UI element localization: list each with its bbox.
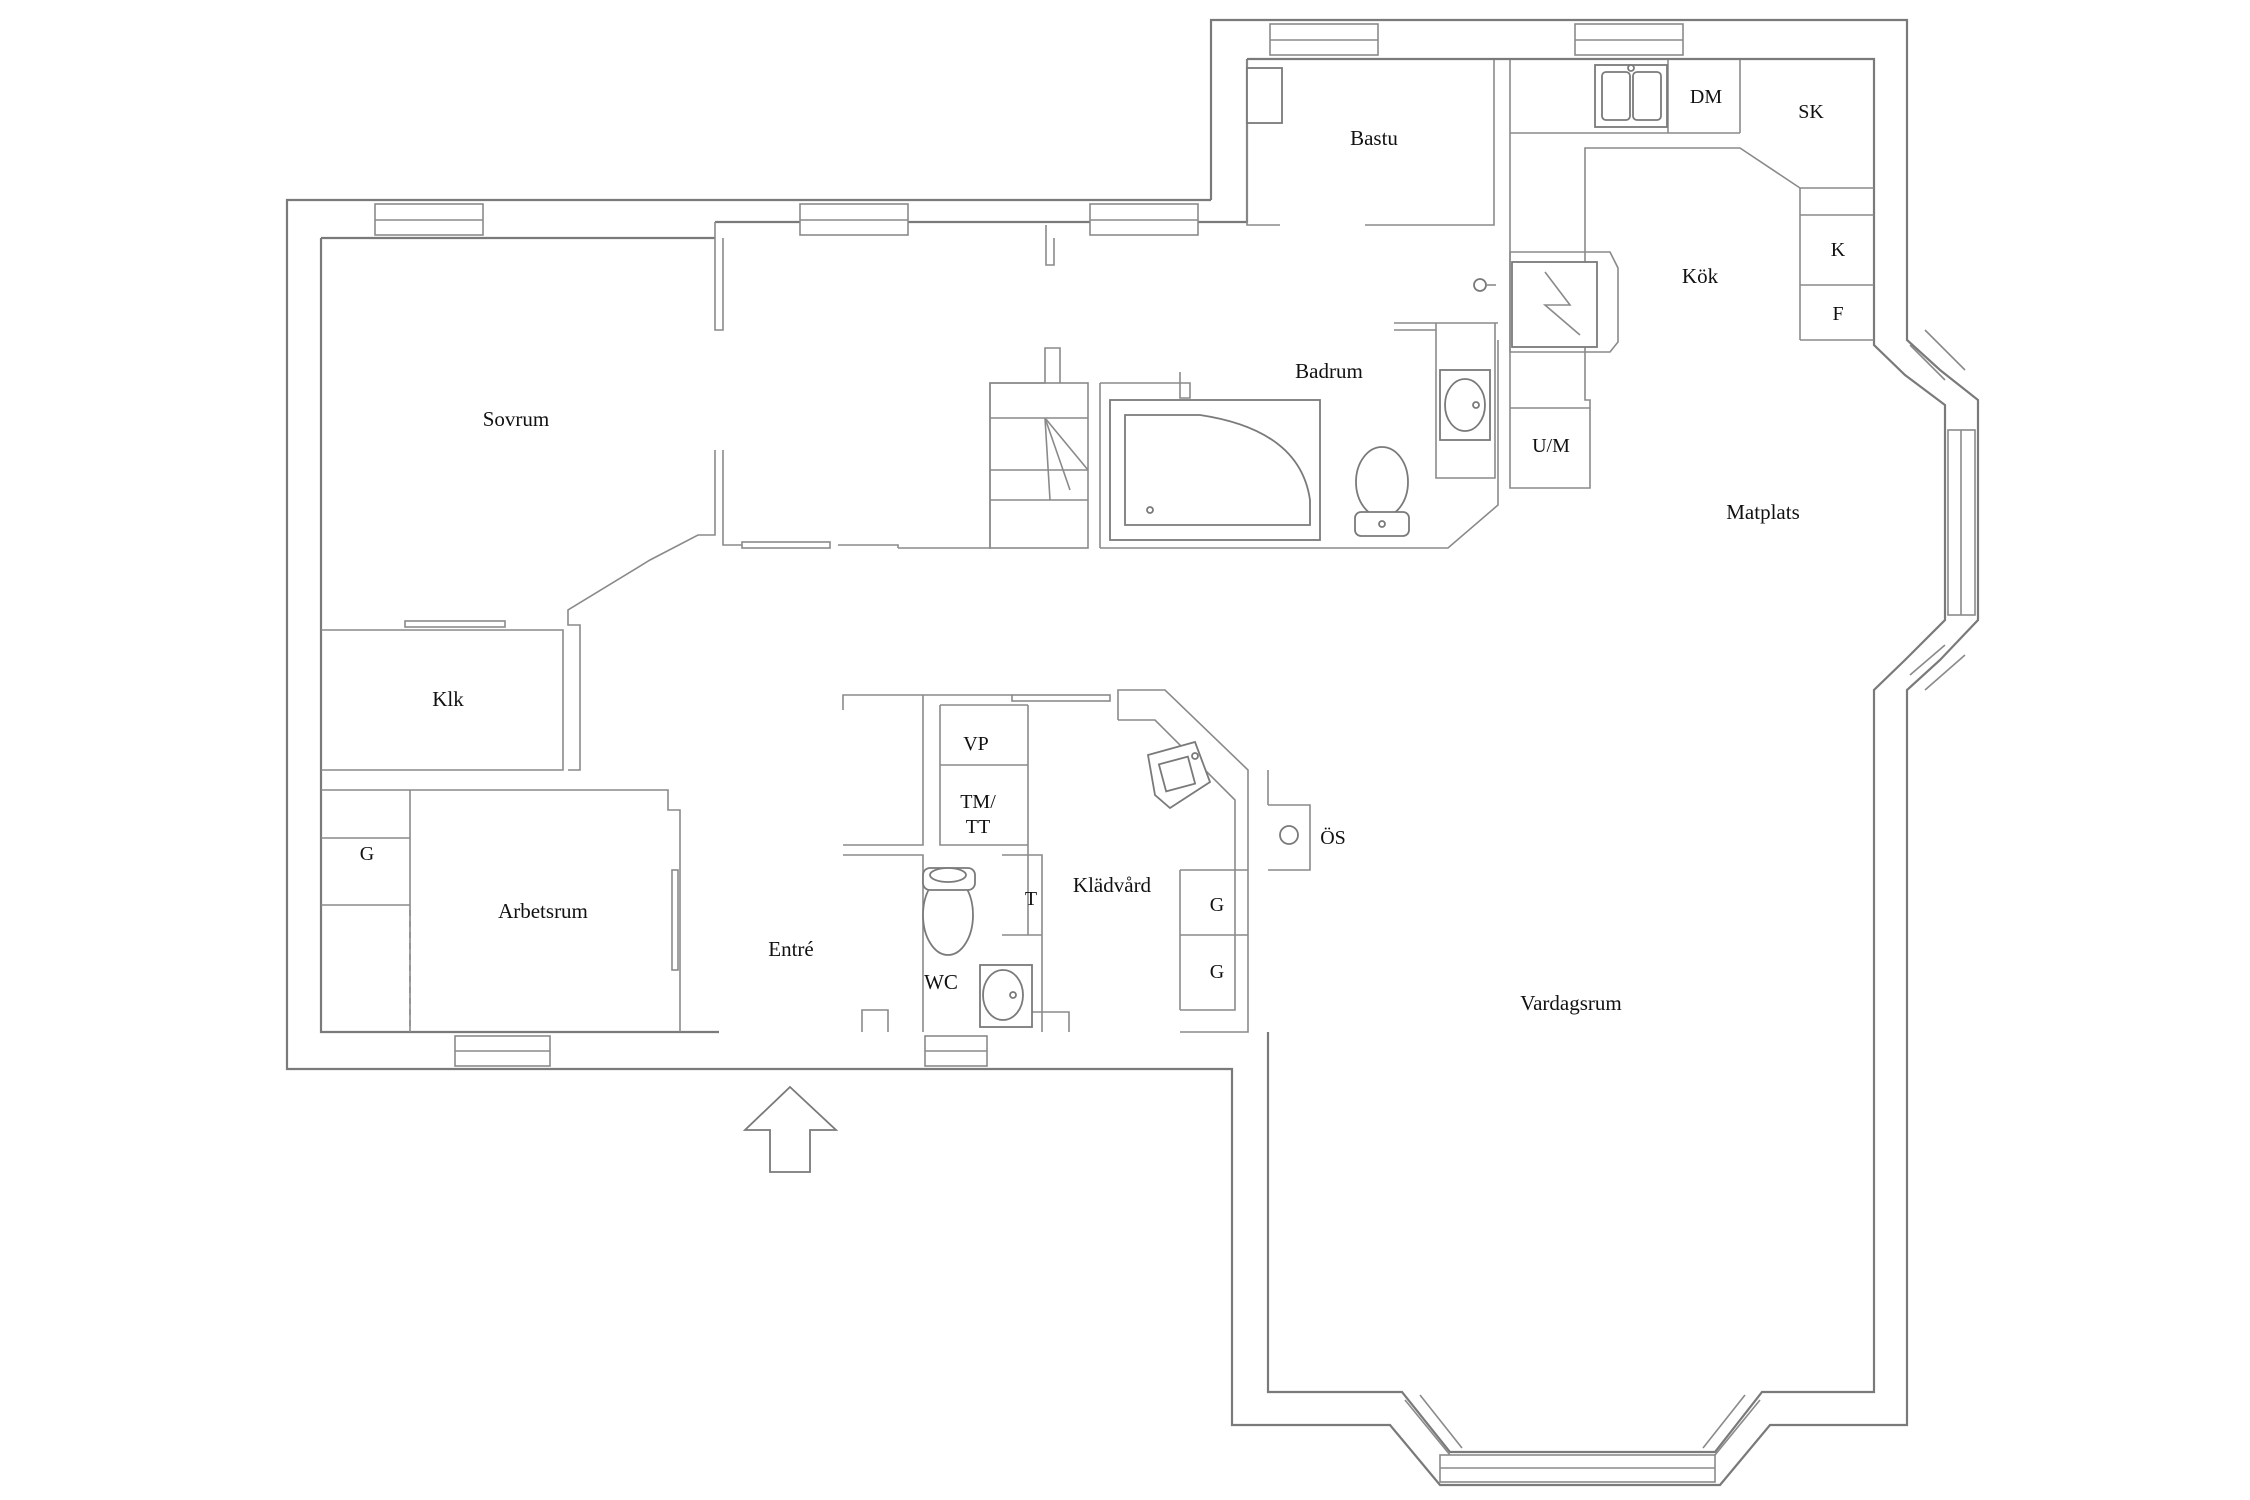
room-klk: Klk	[432, 687, 464, 711]
label-t: T	[1025, 888, 1037, 910]
toilet-icon	[1355, 446, 1409, 518]
label-k: K	[1831, 239, 1846, 261]
label-g-kladvard-1: G	[1210, 894, 1224, 916]
shower-icon	[1473, 278, 1487, 292]
label-g-kladvard-2: G	[1210, 961, 1224, 983]
room-matplats: Matplats	[1726, 500, 1800, 524]
outer-walls	[285, 18, 1980, 1487]
room-vardagsrum: Vardagsrum	[1520, 991, 1621, 1015]
label-os: ÖS	[1320, 826, 1346, 849]
room-kok: Kök	[1682, 264, 1719, 288]
room-sovrum: Sovrum	[483, 407, 550, 431]
room-badrum: Badrum	[1295, 359, 1363, 383]
label-tt: TT	[966, 816, 990, 838]
room-arbetsrum: Arbetsrum	[498, 899, 588, 923]
label-vp: VP	[963, 733, 989, 755]
fixture-labels: DM SK K F U/M VP TM/ TT T G G G ÖS	[360, 86, 1846, 983]
entrance-arrow-icon	[742, 1085, 839, 1173]
label-tm: TM/	[960, 791, 996, 813]
interior-walls	[321, 60, 1874, 1033]
room-labels: Bastu Kök Badrum Sovrum Matplats Klk Arb…	[432, 126, 1800, 1015]
label-g-arbetsrum: G	[360, 843, 374, 865]
fixtures	[922, 64, 1668, 1028]
label-um: U/M	[1532, 435, 1570, 457]
label-f: F	[1832, 303, 1843, 325]
room-wc: WC	[924, 970, 958, 994]
room-kladvard: Klädvård	[1073, 873, 1152, 897]
windows	[374, 23, 1976, 1483]
room-entre: Entré	[768, 937, 813, 961]
label-sk: SK	[1798, 101, 1824, 123]
room-bastu: Bastu	[1350, 126, 1398, 150]
label-dm: DM	[1690, 86, 1722, 108]
